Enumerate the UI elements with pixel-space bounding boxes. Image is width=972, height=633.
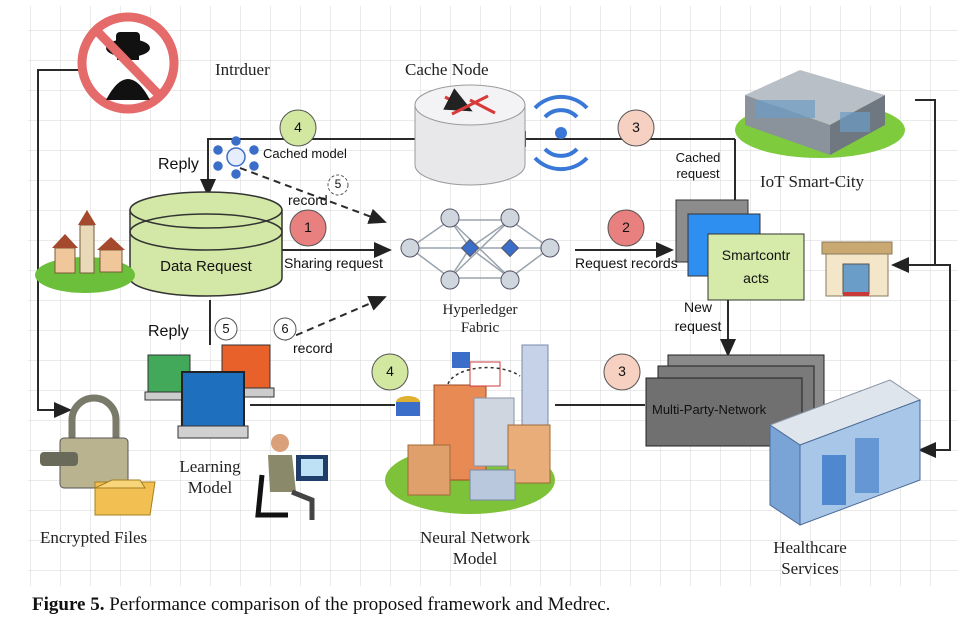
caption-label: Figure 5. (32, 594, 105, 615)
step-5-top-circle (327, 174, 349, 196)
learning-model-computers (144, 344, 275, 439)
healthcare-line2: Services (781, 559, 839, 578)
smartcontracts-line2: acts (743, 270, 769, 286)
cache-node-label: Cache Node (405, 60, 489, 79)
village-icon (35, 210, 135, 293)
encrypted-files-label: Encrypted Files (40, 528, 148, 547)
fabric-nodes (400, 208, 560, 290)
step-5-bottom-circle (214, 317, 238, 341)
step-circles (214, 109, 655, 391)
data-request-label: Data Request (160, 258, 252, 275)
step-6: 6 (281, 321, 289, 336)
figure-caption: Figure 5. Performance comparison of the … (32, 594, 610, 616)
healthcare-line1: Healthcare (773, 538, 847, 557)
data-request-database (129, 191, 283, 297)
step-4-top-circle (279, 109, 317, 147)
caption-text: Performance comparison of the proposed f… (104, 594, 611, 615)
reply-top-label: Reply (158, 156, 199, 173)
intruder-icon (77, 12, 179, 114)
healthcare-building-icon (768, 379, 922, 526)
intruder-to-files-arrow (37, 69, 80, 418)
dashed-record-lines (239, 167, 387, 341)
step-1: 1 (304, 219, 312, 235)
cache-node-icon (414, 84, 526, 186)
city-to-store-arrow (891, 99, 936, 273)
request-records-label: Request records (575, 255, 678, 271)
learning-model-line2: Model (187, 478, 233, 497)
framework-diagram: 4 3 5 1 2 5 6 4 3 Intrduer Cache Node Io… (28, 6, 958, 586)
cached-request-line1: Cached (675, 150, 721, 165)
iot-smart-city-icon (735, 70, 905, 158)
multi-party-network-label: Multi-Party-Network (652, 402, 767, 417)
encrypted-files-icon (40, 394, 156, 516)
neural-network-city (385, 344, 555, 514)
cached-model-label: Cached model (263, 146, 347, 161)
intruder-label: Intrduer (215, 60, 270, 79)
step-3-top: 3 (632, 119, 640, 135)
store-icon (821, 241, 893, 297)
cache-reply-arrow (200, 138, 415, 197)
cached-model-icon (213, 136, 259, 179)
neural-network-line1: Neural Network (420, 528, 530, 547)
city-to-healthcare-arrow (918, 264, 951, 458)
step-5-top: 5 (334, 177, 342, 191)
new-request-line2: request (674, 318, 722, 334)
neural-network-line2: Model (452, 549, 498, 568)
step-3-bottom: 3 (618, 363, 626, 379)
step-3-top-circle (617, 109, 655, 147)
record-top-arrow (239, 167, 387, 224)
step-1-circle (289, 209, 327, 247)
step-2: 2 (622, 219, 630, 235)
hyperledger-line2: Fabric (460, 320, 500, 336)
sharing-request-label: Sharing request (284, 255, 383, 271)
step-4-top: 4 (294, 119, 302, 135)
smartcontracts-stack (675, 199, 805, 301)
step-2-circle (607, 209, 645, 247)
step-3-bottom-circle (603, 353, 641, 391)
new-request-line1: New (683, 299, 712, 315)
wifi-icon (533, 94, 589, 172)
record-top-label: record (288, 192, 328, 208)
hyperledger-line1: Hyperledger (442, 302, 518, 318)
step-4-bottom: 4 (386, 363, 394, 379)
learning-model-line1: Learning (179, 457, 241, 476)
reply-bottom-label: Reply (148, 323, 189, 340)
record-bottom-label: record (293, 340, 333, 356)
step-4-bottom-circle (371, 353, 409, 391)
person-at-desk-icon (255, 434, 328, 520)
iot-smart-city-label: IoT Smart-City (760, 172, 865, 191)
multi-party-network-stack (645, 354, 825, 447)
cached-request-line2: request (676, 166, 720, 181)
record-bottom-arrow (284, 295, 387, 341)
smartcontracts-line1: Smartcontr (721, 247, 791, 263)
step-5-bottom: 5 (222, 321, 230, 336)
step-6-circle (273, 317, 297, 341)
